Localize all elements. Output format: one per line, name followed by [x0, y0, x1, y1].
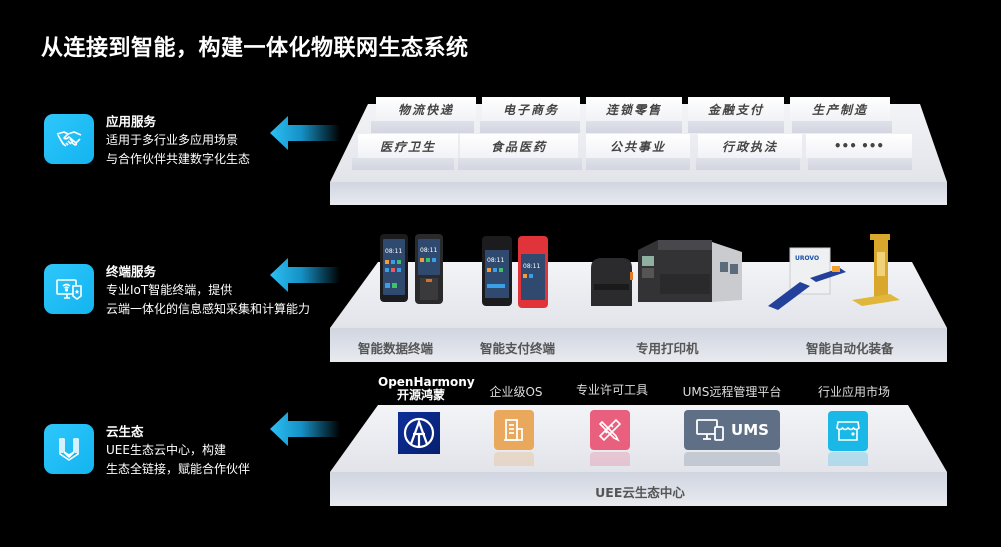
ums-devices-icon[interactable]: UMS — [684, 410, 780, 450]
ums-icon-text: UMS — [731, 421, 769, 439]
industry-tile[interactable]: 生产制造 — [790, 97, 890, 121]
layer-name: 终端服务 — [106, 264, 157, 279]
building-icon[interactable] — [494, 410, 534, 450]
icon-reflection — [590, 452, 630, 466]
industry-tile[interactable]: 连锁零售 — [586, 97, 682, 121]
terminal-category: 专用打印机 — [636, 341, 699, 356]
left-arrow-icon — [270, 412, 340, 446]
layer-description: 专业IoT智能终端，提供 — [106, 283, 233, 297]
payment-terminal-red-icon: 08:11 — [518, 236, 548, 308]
industry-tile[interactable]: 公共事业 — [586, 134, 690, 158]
layer-name: 云生态 — [106, 424, 144, 439]
icon-reflection — [684, 452, 780, 466]
layer-description: 云端一体化的信息感知采集和计算能力 — [106, 302, 311, 316]
industry-tile[interactable]: 物流快递 — [376, 97, 476, 121]
industry-tile[interactable]: 电子商务 — [482, 97, 580, 121]
openharmony-sublabel: 开源鸿蒙 — [396, 388, 445, 402]
svg-text:08:11: 08:11 — [523, 263, 540, 270]
terminal-devices: 08:11 08:11 08:11 08:11 — [380, 234, 900, 310]
svg-text:UROVO: UROVO — [795, 255, 819, 262]
ruler-pencil-icon[interactable] — [590, 410, 630, 450]
industry-tile[interactable]: 医疗卫生 — [358, 134, 458, 158]
industrial-printer-icon — [638, 240, 742, 302]
layer-desc-application: 应用服务 适用于多行业多应用场景 与合作伙伴共建数字化生态 — [44, 114, 344, 170]
eco-label-openharmony: OpenHarmony 开源鸿蒙 — [378, 375, 475, 402]
industry-tile-more[interactable]: ••• ••• — [806, 134, 912, 158]
icon-reflection — [828, 452, 868, 466]
openharmony-logo-icon[interactable] — [398, 412, 440, 454]
handshake-icon — [44, 114, 94, 164]
openharmony-label: OpenHarmony — [378, 375, 475, 389]
terminal-category: 智能数据终端 — [358, 341, 434, 356]
pda-device-icon: 08:11 — [380, 234, 408, 302]
industry-tile[interactable]: 行政执法 — [698, 134, 802, 158]
icon-reflection — [494, 452, 534, 466]
layer-name: 应用服务 — [106, 114, 157, 129]
eco-label: 专业许可工具 — [575, 383, 648, 397]
eco-label: 行业应用市场 — [817, 385, 890, 399]
layer-description: 与合作伙伴共建数字化生态 — [106, 152, 251, 166]
industry-tile[interactable]: 金融支付 — [688, 97, 784, 121]
eco-label: 企业级OS — [489, 385, 543, 399]
automation-sorter-icon: UROVO — [768, 247, 846, 310]
svg-text:08:11: 08:11 — [487, 257, 504, 264]
store-icon[interactable] — [828, 411, 868, 451]
pda-keypad-device-icon: 08:11 — [415, 234, 443, 304]
layer-desc-terminal: 终端服务 专业IoT智能终端，提供 云端一体化的信息感知采集和计算能力 — [44, 264, 344, 320]
payment-terminal-icon: 08:11 — [482, 236, 512, 306]
automation-scanner-stand-icon — [852, 234, 900, 306]
left-arrow-icon — [270, 116, 340, 150]
terminal-category: 智能支付终端 — [480, 341, 556, 356]
page-title: 从连接到智能，构建一体化物联网生态系统 — [41, 36, 469, 61]
uee-cloud-center-label: UEE云生态中心 — [595, 485, 685, 500]
left-arrow-icon — [270, 258, 340, 292]
layer-description: 生态全链接，赋能合作伙伴 — [106, 462, 251, 476]
receipt-printer-icon — [591, 258, 633, 306]
industry-tile[interactable]: 食品医药 — [460, 134, 578, 158]
layer-description: UEE生态云中心，构建 — [106, 443, 226, 457]
monitor-wifi-shield-icon — [44, 264, 94, 314]
eco-label: UMS远程管理平台 — [682, 385, 782, 399]
svg-text:08:11: 08:11 — [385, 248, 402, 255]
svg-text:08:11: 08:11 — [420, 247, 437, 254]
layer-description: 适用于多行业多应用场景 — [106, 133, 239, 147]
cloud-ecosystem-u-icon — [44, 424, 94, 474]
terminal-category: 智能自动化装备 — [806, 341, 894, 356]
layer-desc-cloud: 云生态 UEE生态云中心，构建 生态全链接，赋能合作伙伴 — [44, 424, 344, 480]
